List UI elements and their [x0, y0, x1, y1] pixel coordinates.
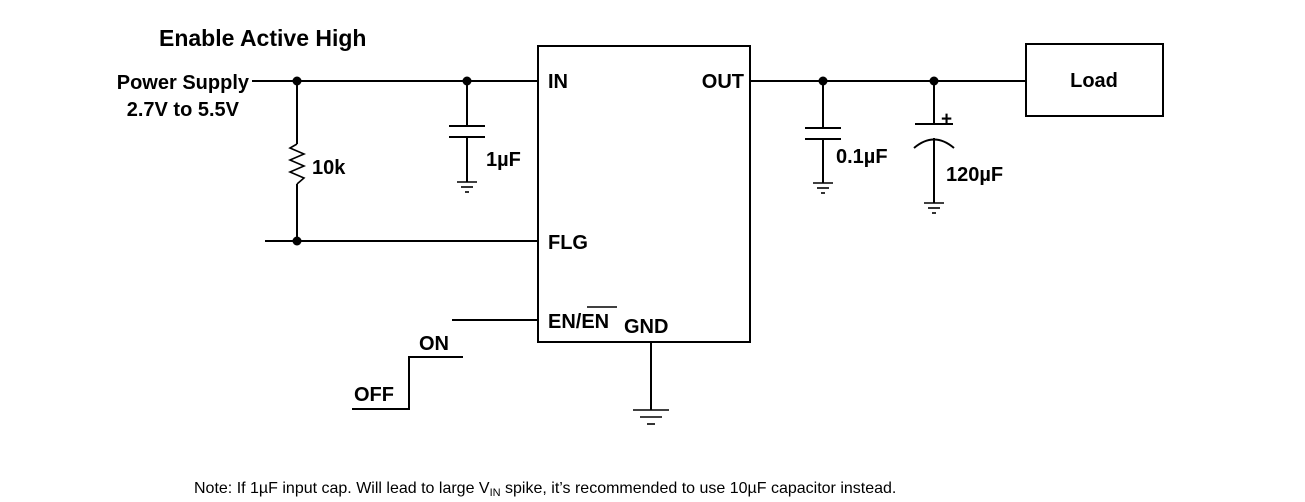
load-box [1025, 43, 1164, 117]
pin-in-label: IN [548, 71, 568, 93]
switch-off-label: OFF [354, 384, 394, 406]
pin-en-label: EN/EN [548, 311, 609, 333]
footnote: Note: If 1µF input cap. Will lead to lar… [194, 480, 896, 499]
output-cap-large-value: 120µF [946, 164, 1003, 186]
ic-body [537, 45, 751, 343]
enable-switch-wire [352, 356, 463, 410]
power-supply-label: Power Supply [117, 72, 250, 94]
output-cap-small-value: 0.1µF [836, 146, 888, 168]
pin-en-bar-label: EN [581, 311, 609, 333]
output-capacitor-large [913, 81, 955, 214]
switch-on-label: ON [419, 333, 449, 355]
flag-junction-dot [292, 236, 302, 246]
load-label: Load [1070, 70, 1118, 92]
footnote-subscript: IN [490, 487, 501, 499]
pin-flg-label: FLG [548, 232, 588, 254]
diagram-title: Enable Active High [159, 25, 366, 51]
pin-gnd-label: GND [624, 316, 668, 338]
pin-out-label: OUT [702, 71, 744, 93]
output-capacitor-small [805, 81, 841, 194]
pullup-resistor [287, 81, 307, 241]
resistor-value: 10k [312, 157, 346, 179]
ic-ground-symbol [633, 342, 669, 425]
input-capacitor [449, 81, 485, 193]
polarity-mark: + [941, 109, 952, 130]
power-supply-range: 2.7V to 5.5V [127, 99, 240, 121]
input-cap-value: 1µF [486, 149, 521, 171]
